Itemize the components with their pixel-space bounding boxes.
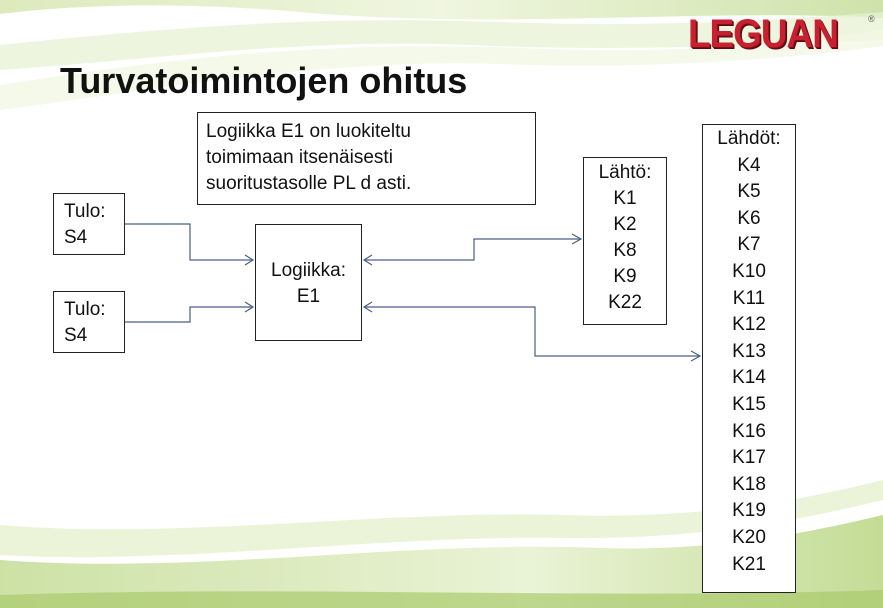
output-item: K7 [737,234,761,256]
input-label: Tulo: [64,201,106,222]
output-item: K14 [732,367,766,389]
output-item: K12 [732,314,766,336]
input-value: S4 [64,325,88,346]
output-item: K20 [732,526,766,548]
page-title: Turvatoimintojen ohitus [60,60,468,101]
output-item: K18 [732,473,766,495]
input-box-1: Tulo: S4 [53,193,125,255]
registered-mark: ® [868,14,875,24]
output-item: K2 [613,214,637,235]
logic-box: Logiikka: E1 [255,224,362,341]
logic-label: Logiikka: [271,260,346,281]
leguan-logo: LEGUAN [688,12,839,56]
logic-value: E1 [296,286,321,307]
input-value: S4 [64,227,88,248]
output-box-multi: Lähdöt: K4 K5 K6 K7 K10 K11 K12 K13 K14 … [702,124,796,593]
output-item: K13 [732,340,766,362]
output-item: K19 [732,500,766,522]
note-line: suoritustasolle PL d asti. [206,173,412,194]
input-label: Tulo: [64,299,106,320]
note-line: toimimaan itsenäisesti [206,147,393,168]
output-box-single: Lähtö: K1 K2 K8 K9 K22 [583,157,667,325]
input-box-2: Tulo: S4 [53,291,125,353]
output-item: K17 [732,447,766,469]
note-line: Logiikka E1 on luokiteltu [206,121,411,142]
output-item: K6 [737,207,761,229]
note-box: Logiikka E1 on luokiteltu toimimaan itse… [197,112,536,205]
output-item: K9 [613,266,637,287]
output-item: K21 [732,553,766,575]
output-label: Lähdöt: [717,128,781,149]
output-item: K16 [732,420,766,442]
output-item: K10 [732,260,766,282]
output-item: K22 [608,292,642,313]
output-item: K15 [732,393,766,415]
output-item: K5 [737,181,761,203]
output-item: K1 [613,188,637,209]
output-item: K11 [732,287,766,309]
output-item: K8 [613,240,637,261]
output-label: Lähtö: [598,162,652,183]
output-item: K4 [737,154,761,176]
